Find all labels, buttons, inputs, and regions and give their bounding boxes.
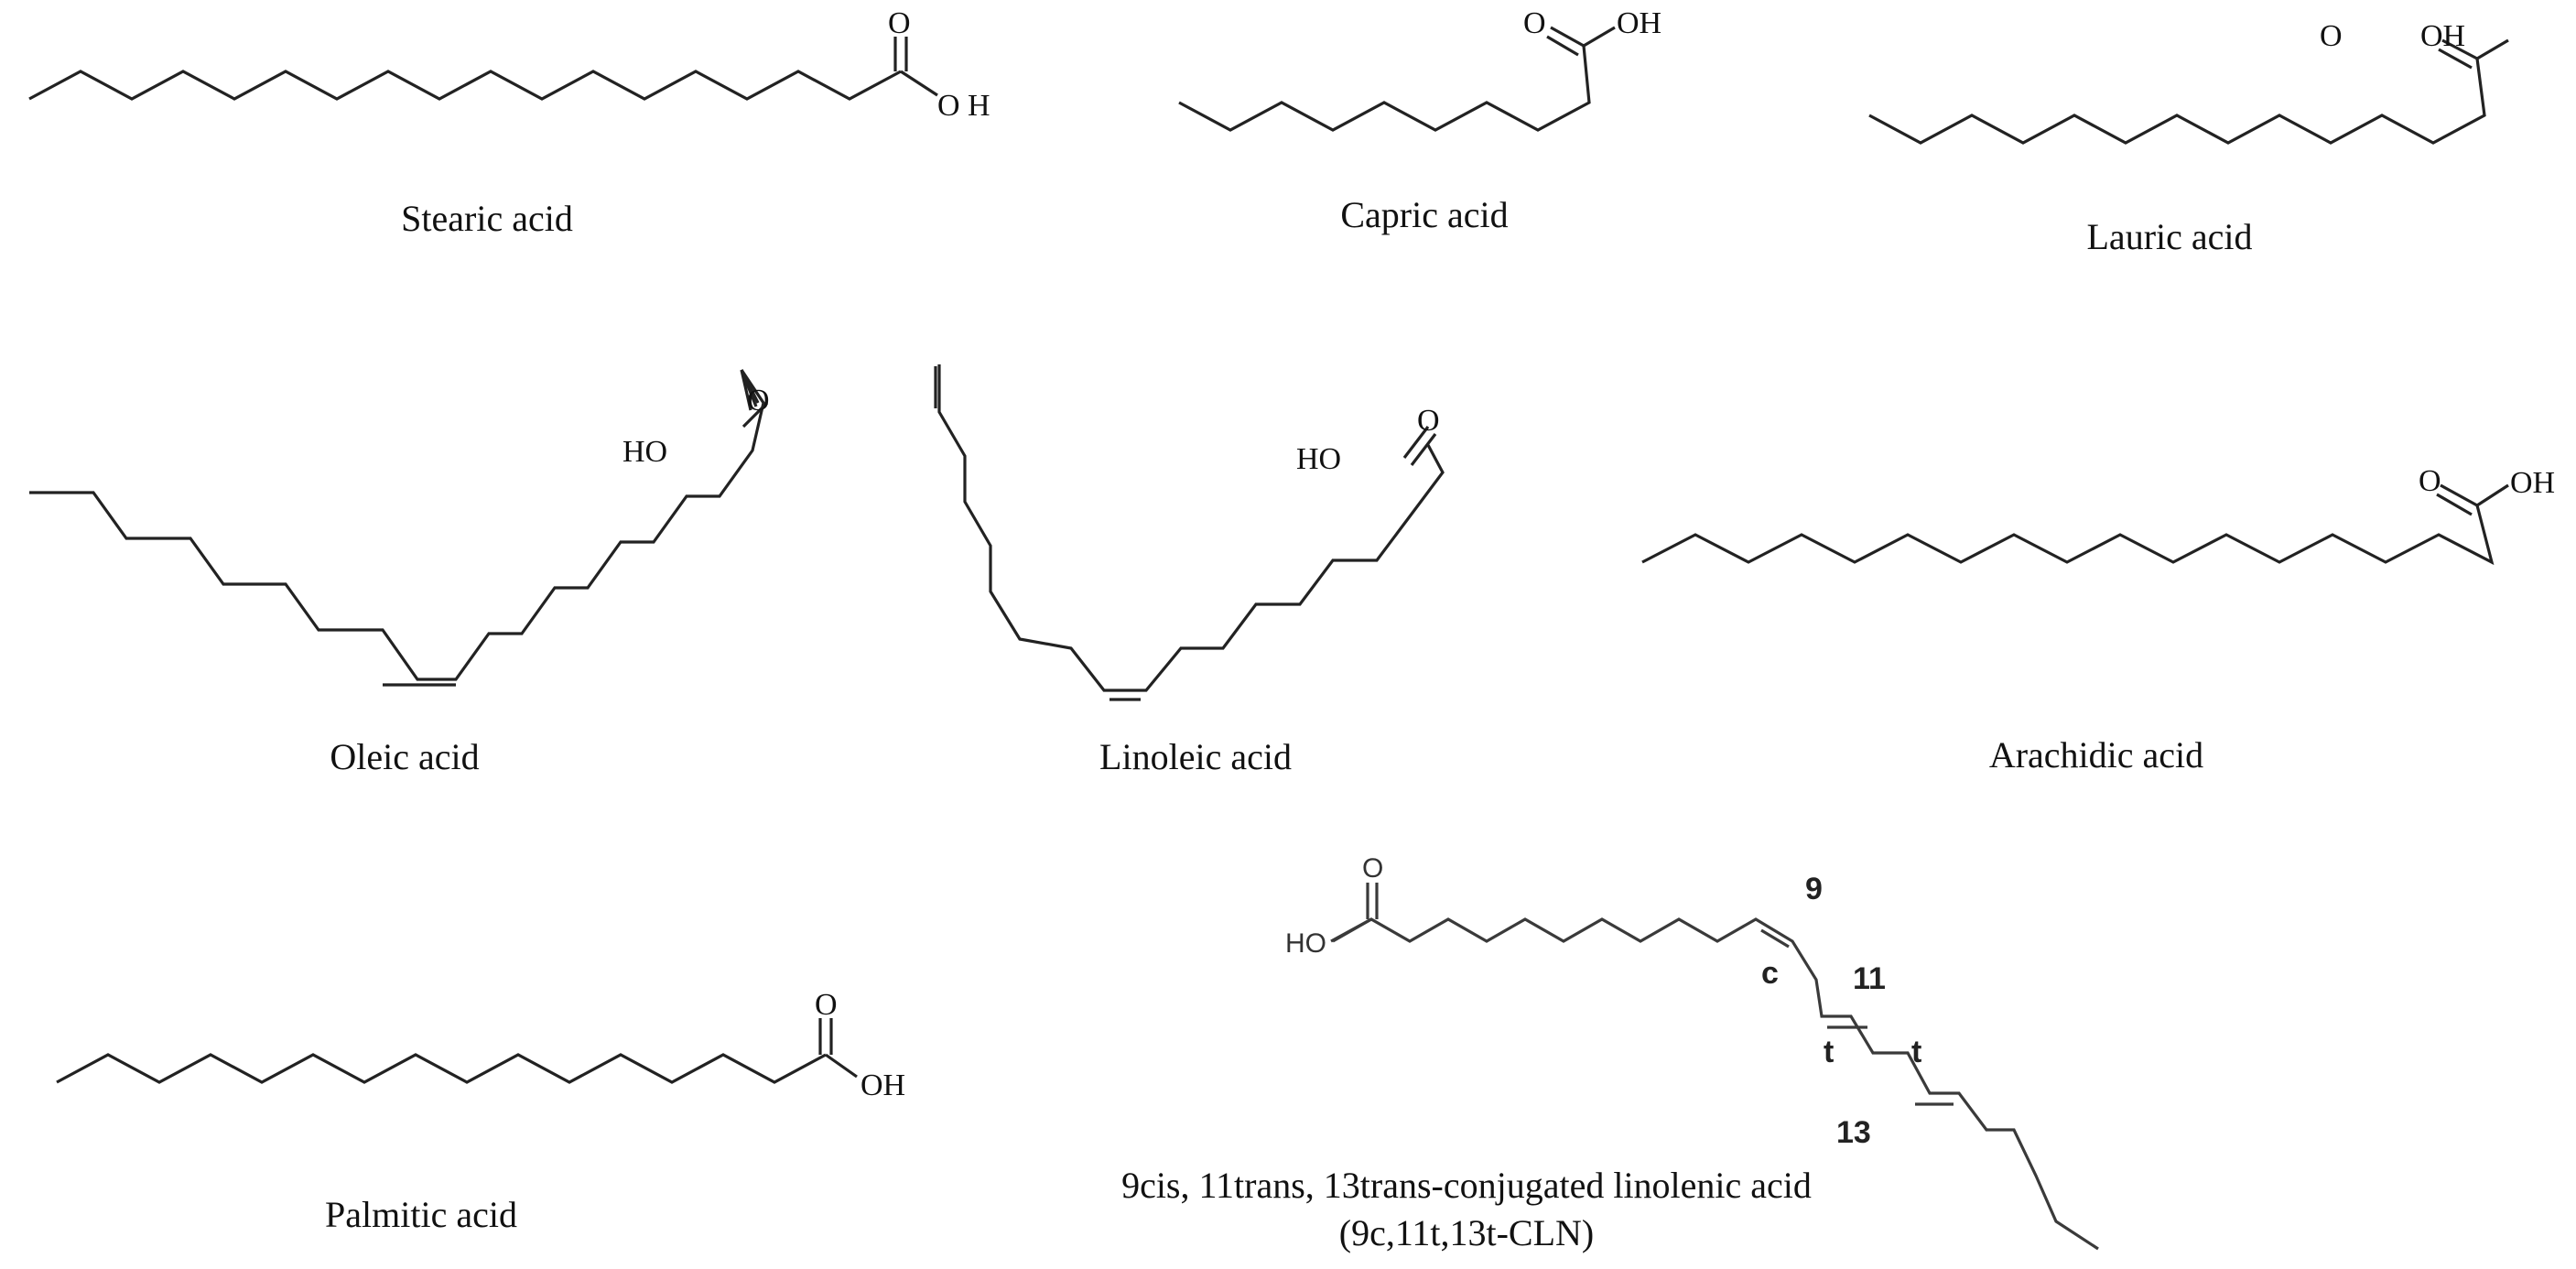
- arachidic-acid-hydroxyl-bond: [2476, 483, 2509, 507]
- arachidic-acid-carbon-chain: [1641, 504, 2495, 566]
- oleic-acid-caption: Oleic acid: [330, 736, 479, 777]
- lauric-acid-structure: O OH Lauric acid: [1868, 19, 2509, 257]
- oleic-acid-carbonyl-oxygen: O: [747, 384, 770, 418]
- capric-acid-hydroxyl-bond: [1583, 26, 1616, 48]
- cln-caption-line1: 9cis, 11trans, 13trans-conjugated linole…: [1121, 1165, 1812, 1206]
- stearic-acid-structure: O O H Stearic acid: [28, 6, 990, 239]
- capric-acid-hydroxyl-label: OH: [1617, 6, 1661, 40]
- lauric-acid-carbonyl-bond-a: [2441, 38, 2478, 60]
- cln-locant-11: 11: [1853, 961, 1886, 996]
- arachidic-acid-hydroxyl-label: OH: [2510, 466, 2555, 500]
- palmitic-acid-hydroxyl-label: OH: [860, 1068, 905, 1102]
- linoleic-acid-caption: Linoleic acid: [1099, 736, 1292, 777]
- capric-acid-structure: O OH Capric acid: [1178, 6, 1661, 235]
- linoleic-acid-carbonyl-bond-a: [1402, 426, 1430, 459]
- lauric-acid-carbonyl-bond-b: [2438, 48, 2473, 70]
- cln-carboxyl-chain: [1330, 917, 2099, 1251]
- oleic-acid-structure: O HO Oleic acid: [29, 369, 770, 777]
- stearic-acid-carbon-chain: [28, 70, 902, 101]
- arachidic-acid-carbonyl-bond-a: [2440, 483, 2478, 507]
- capric-acid-carbonyl-bond-b: [1546, 35, 1579, 57]
- capric-acid-caption: Capric acid: [1340, 194, 1508, 235]
- capric-acid-carbonyl-oxygen: O: [1523, 6, 1546, 40]
- lauric-acid-caption: Lauric acid: [2087, 216, 2253, 257]
- linoleic-acid-carbonyl-oxygen: O: [1417, 404, 1440, 438]
- cln-trans-label-11: t: [1824, 1035, 1834, 1069]
- palmitic-acid-carbonyl-oxygen: O: [815, 988, 838, 1022]
- linoleic-acid-structure: O HO Linoleic acid: [934, 364, 1445, 777]
- lauric-acid-hydroxyl-bond: [2476, 38, 2509, 60]
- oleic-acid-hydroxyl-label: HO: [622, 435, 667, 469]
- palmitic-acid-hydroxyl-bond: [825, 1053, 858, 1079]
- cln-caption-line2: (9c,11t,13t-CLN): [1339, 1212, 1594, 1253]
- linoleic-acid-carbonyl-bond-b: [1410, 433, 1437, 466]
- cln-locant-13: 13: [1836, 1115, 1871, 1150]
- stearic-acid-hydroxyl-bond: [900, 70, 938, 97]
- stearic-acid-carbonyl-oxygen: O: [888, 6, 911, 40]
- oleic-acid-carbonyl-bond-b: [741, 401, 769, 428]
- arachidic-acid-caption: Arachidic acid: [1989, 734, 2203, 776]
- stearic-acid-hydroxyl-label: O H: [937, 89, 990, 123]
- linoleic-acid-hydroxyl-label: HO: [1296, 442, 1341, 476]
- capric-acid-carbonyl-bond-a: [1550, 26, 1585, 48]
- oleic-acid-carbonyl-bond-a: [740, 369, 752, 411]
- palmitic-acid-caption: Palmitic acid: [325, 1194, 517, 1235]
- cln-locant-9: 9: [1805, 872, 1823, 906]
- oleic-acid-carbon-chain: [29, 369, 765, 681]
- palmitic-acid-structure: O OH Palmitic acid: [56, 988, 905, 1235]
- lauric-acid-hydroxyl-label: OH: [2420, 19, 2465, 53]
- cln-trans-label-13: t: [1911, 1035, 1921, 1069]
- linoleic-acid-carbon-chain: [937, 364, 1445, 692]
- cln-hydroxyl-label: HO: [1285, 928, 1326, 959]
- cln-structure: O HO 9 11 13 c t t 9cis, 11trans, 13tran…: [1121, 853, 2099, 1253]
- arachidic-acid-carbonyl-bond-b: [2436, 493, 2473, 516]
- stearic-acid-caption: Stearic acid: [401, 198, 573, 239]
- cln-carbonyl-oxygen: O: [1362, 853, 1383, 884]
- lauric-acid-carbon-chain: [1868, 58, 2486, 145]
- lauric-acid-carbonyl-oxygen: O: [2320, 19, 2343, 53]
- cln-cis-label: c: [1761, 956, 1779, 991]
- capric-acid-carbon-chain: [1178, 45, 1591, 132]
- cln-cis-double-bond-9: [1760, 928, 1790, 949]
- cln-hydroxyl-bond: [1332, 917, 1372, 943]
- palmitic-acid-carbon-chain: [56, 1053, 827, 1084]
- arachidic-acid-structure: O OH Arachidic acid: [1641, 464, 2555, 776]
- arachidic-acid-carbonyl-oxygen: O: [2419, 464, 2441, 498]
